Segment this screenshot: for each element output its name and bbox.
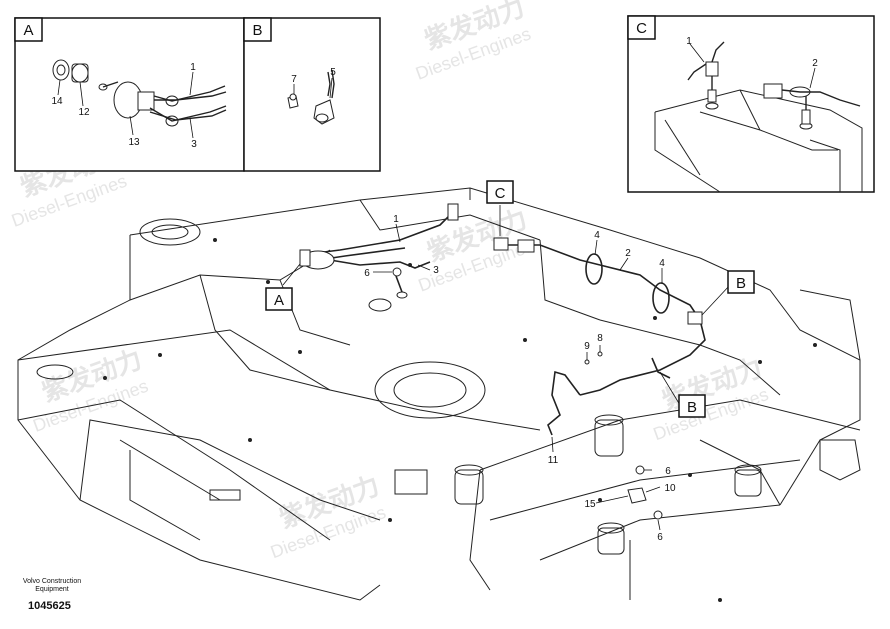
callout-3: 3 xyxy=(433,265,439,276)
detail-B-callout-5: 5 xyxy=(330,67,336,78)
drawing-footer: Volvo Construction Equipment 1045625 xyxy=(14,578,124,612)
detail-A-callout-1: 1 xyxy=(190,62,196,73)
main-callouts: 1 4 2 4 6 3 9 8 11 6 10 15 6 xyxy=(364,214,676,543)
detail-A-callout-14: 14 xyxy=(51,96,63,107)
callout-4a: 4 xyxy=(594,230,600,241)
callout-2: 2 xyxy=(625,248,631,259)
footer-brand-line2: Equipment xyxy=(35,586,69,593)
detail-box-C: C 1 2 xyxy=(627,15,875,193)
footer-brand-line1: Volvo Construction xyxy=(22,578,82,585)
detail-A-callout-12: 12 xyxy=(78,107,90,118)
detail-box-A: A 1 14 12 13 3 xyxy=(14,17,245,172)
detail-C-tag: C xyxy=(636,20,647,37)
leader-lines xyxy=(282,205,731,531)
callout-10: 10 xyxy=(664,483,676,494)
detail-A-callout-3: 3 xyxy=(191,139,197,150)
detail-B-callout-7: 7 xyxy=(291,74,297,85)
tag-B-main-1-label: B xyxy=(736,275,746,292)
tag-C-main: C xyxy=(486,180,514,204)
detail-box-B: B 7 5 xyxy=(243,17,381,172)
callout-6b: 6 xyxy=(665,466,671,477)
tag-A-main: A xyxy=(265,287,293,311)
callout-6c: 6 xyxy=(657,532,663,543)
callout-11: 11 xyxy=(548,455,559,466)
callout-9: 9 xyxy=(584,341,590,352)
detail-C-callout-1: 1 xyxy=(686,36,692,47)
frame-bolts xyxy=(103,238,817,602)
callout-15: 15 xyxy=(584,499,596,510)
drawing-number: 1045625 xyxy=(28,600,71,612)
callout-4b: 4 xyxy=(659,258,665,269)
callout-6a: 6 xyxy=(364,268,370,279)
harness-parts xyxy=(299,203,703,520)
callout-8: 8 xyxy=(597,333,603,344)
callout-1: 1 xyxy=(393,214,399,225)
detail-A-callout-13: 13 xyxy=(128,137,140,148)
tag-B-main-1: B xyxy=(727,270,755,294)
detail-B-tag: B xyxy=(252,22,262,39)
tag-B-main-2-label: B xyxy=(687,399,697,416)
tag-C-main-label: C xyxy=(495,185,506,202)
detail-C-callout-2: 2 xyxy=(812,58,818,69)
tag-B-main-2: B xyxy=(678,394,706,418)
detail-A-tag: A xyxy=(23,22,33,39)
tag-A-main-label: A xyxy=(274,292,284,309)
